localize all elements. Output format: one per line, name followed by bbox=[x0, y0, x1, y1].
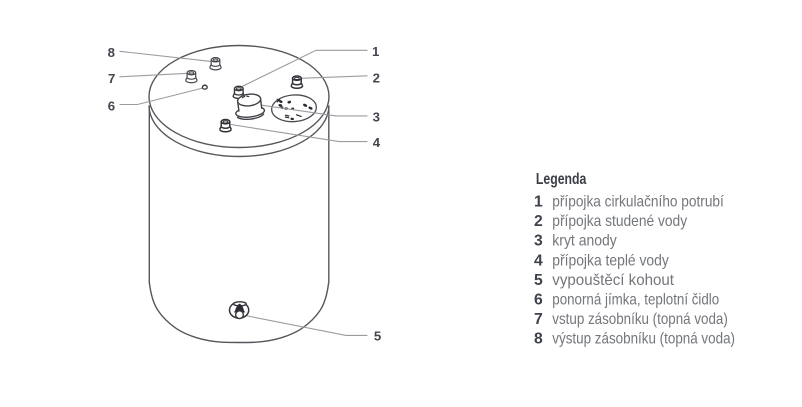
svg-text:ponorná jímka, teplotní čidlo: ponorná jímka, teplotní čidlo bbox=[552, 291, 719, 308]
svg-text:5: 5 bbox=[374, 328, 381, 343]
svg-text:přípojka studené vody: přípojka studené vody bbox=[552, 213, 687, 230]
svg-text:7: 7 bbox=[108, 71, 115, 86]
svg-text:2: 2 bbox=[373, 70, 380, 85]
svg-text:4: 4 bbox=[373, 135, 381, 150]
svg-text:1: 1 bbox=[372, 44, 379, 59]
svg-text:výstup zásobníku (topná voda): výstup zásobníku (topná voda) bbox=[552, 331, 735, 348]
svg-text:1: 1 bbox=[534, 194, 543, 211]
svg-text:3: 3 bbox=[534, 233, 543, 250]
svg-text:vstup zásobníku (topná voda): vstup zásobníku (topná voda) bbox=[552, 311, 728, 328]
svg-text:8: 8 bbox=[108, 45, 115, 60]
svg-text:4: 4 bbox=[534, 252, 543, 269]
svg-text:vypouštěcí kohout: vypouštěcí kohout bbox=[552, 272, 674, 289]
svg-text:6: 6 bbox=[108, 99, 115, 114]
svg-text:kryt anody: kryt anody bbox=[552, 233, 617, 250]
svg-text:7: 7 bbox=[534, 311, 543, 328]
svg-text:2: 2 bbox=[534, 213, 543, 230]
svg-text:6: 6 bbox=[534, 291, 543, 308]
svg-text:přípojka teplé vody: přípojka teplé vody bbox=[552, 252, 669, 269]
svg-text:5: 5 bbox=[534, 272, 543, 289]
svg-text:Legenda: Legenda bbox=[536, 171, 587, 188]
svg-text:8: 8 bbox=[534, 331, 543, 348]
svg-text:3: 3 bbox=[373, 110, 380, 125]
svg-text:přípojka cirkulačního potrubí: přípojka cirkulačního potrubí bbox=[552, 194, 724, 211]
